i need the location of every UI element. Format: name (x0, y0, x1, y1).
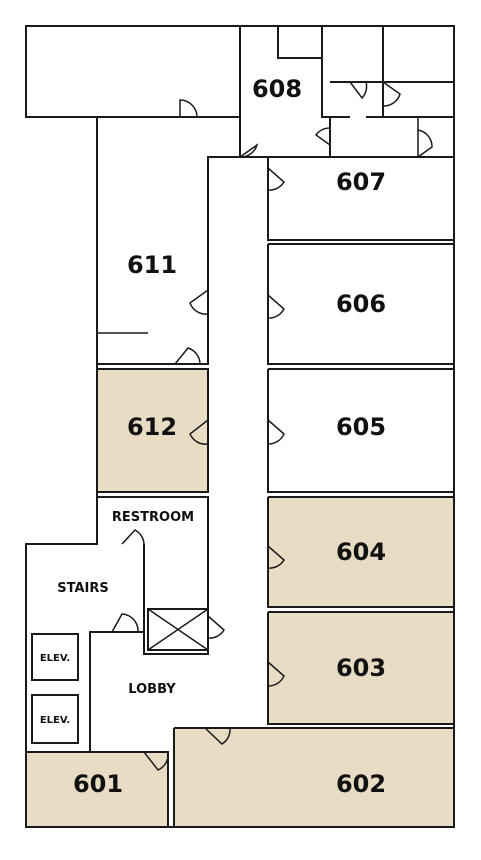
restroom-label: RESTROOM (112, 510, 194, 525)
room-608-label: 608 (252, 75, 302, 103)
room-604-label: 604 (336, 538, 386, 566)
room-602-label: 602 (336, 770, 386, 798)
room-602-walls (173, 727, 454, 827)
elevator-1-box (31, 633, 79, 681)
elevator-1-label: ELEV. (40, 653, 70, 664)
room-603-fill (268, 612, 454, 724)
room-601-fill (26, 752, 168, 827)
room-605-label: 605 (336, 413, 386, 441)
room-611-label: 611 (127, 251, 177, 279)
room-604-fill (268, 497, 454, 607)
room-612-fill (97, 369, 208, 492)
room-603-walls (267, 611, 454, 725)
room-607-label: 607 (336, 168, 386, 196)
shaft-box (147, 608, 209, 651)
room-607-walls (267, 157, 454, 241)
room-602-fill (174, 728, 454, 827)
room-601-label: 601 (73, 770, 123, 798)
shaft-x-icon (147, 608, 209, 651)
room-612-walls (96, 368, 209, 493)
room-606-label: 606 (336, 290, 386, 318)
room-603-label: 603 (336, 654, 386, 682)
room-604-walls (267, 496, 454, 608)
elevator-2-box (31, 694, 79, 744)
room-612-label: 612 (127, 413, 177, 441)
room-605-walls (267, 368, 454, 493)
elevator-2-label: ELEV. (40, 715, 70, 726)
doors (111, 81, 433, 771)
lobby-label: LOBBY (128, 682, 176, 697)
room-606-walls (267, 243, 454, 365)
stairs-walls (89, 544, 145, 752)
stairs-label: STAIRS (57, 581, 109, 596)
room-611-walls (97, 156, 240, 365)
